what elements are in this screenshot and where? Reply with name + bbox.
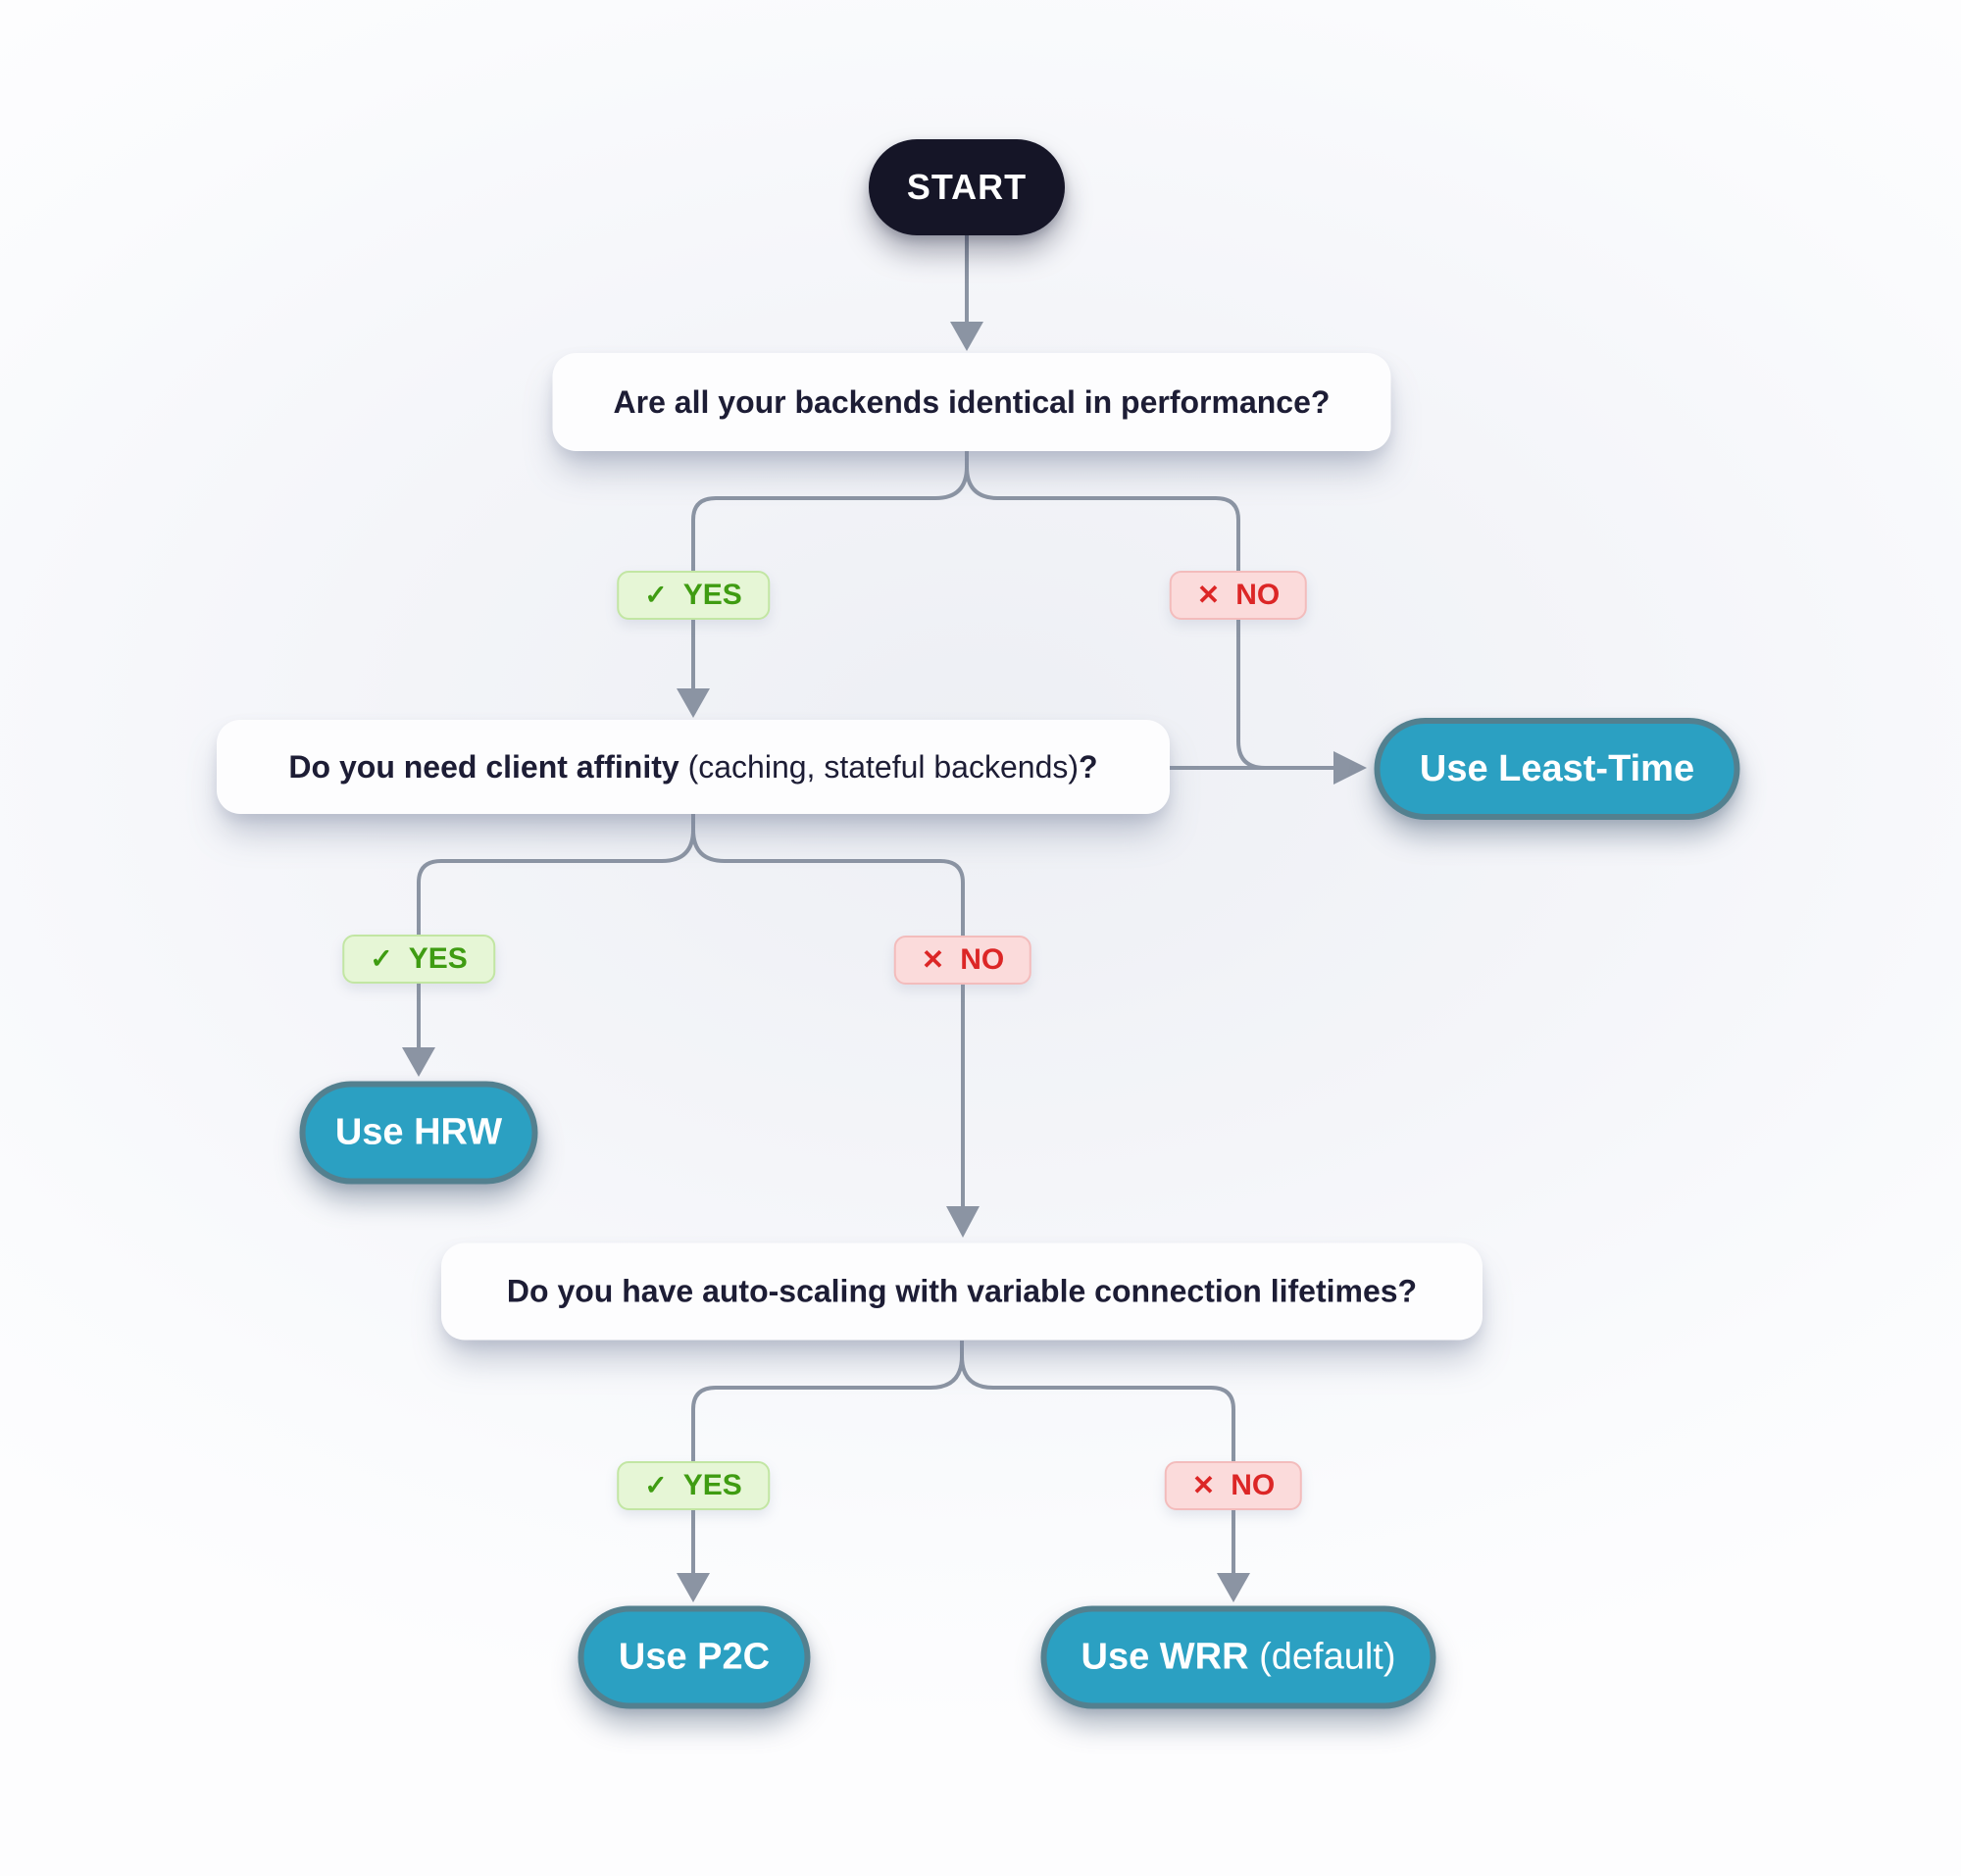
result-hrw: Use HRW: [299, 1081, 538, 1185]
result-wrr-regular: (default): [1248, 1636, 1396, 1678]
edge-q3-yes: [691, 1341, 964, 1575]
question-client-affinity-regular: (caching, stateful backends): [679, 748, 1080, 785]
yes-label: YES: [408, 942, 468, 975]
arrowhead-q3-yes: [677, 1573, 710, 1602]
question-client-affinity-bold: Do you need client affinity: [288, 748, 679, 785]
yes-label: YES: [682, 1469, 742, 1501]
result-p2c: Use P2C: [578, 1605, 811, 1709]
question-client-affinity: Do you need client affinity (caching, st…: [217, 720, 1170, 814]
question-auto-scaling-text: Do you have auto-scaling with variable c…: [506, 1273, 1418, 1309]
arrowhead-least-time: [1333, 751, 1367, 785]
badge-no-autoscaling: ✕ NO: [1164, 1461, 1303, 1510]
edge-q2-no: [691, 814, 965, 1208]
question-backends-identical-text: Are all your backends identical in perfo…: [613, 383, 1331, 420]
edge-q2-yes: [417, 814, 695, 1049]
start-node: START: [869, 139, 1065, 235]
no-label: NO: [1231, 1469, 1276, 1501]
no-label: NO: [1235, 579, 1281, 611]
cross-icon: ✕: [921, 944, 945, 975]
question-client-affinity-suffix: ?: [1079, 748, 1098, 785]
check-icon: ✓: [644, 1470, 668, 1500]
arrowhead-q1-yes: [677, 688, 710, 718]
result-least-time: Use Least-Time: [1374, 718, 1740, 820]
result-wrr: Use WRR (default): [1040, 1605, 1436, 1709]
result-least-time-text: Use Least-Time: [1419, 747, 1695, 789]
cross-icon: ✕: [1191, 1470, 1216, 1500]
question-backends-identical: Are all your backends identical in perfo…: [552, 353, 1391, 451]
result-hrw-text: Use HRW: [334, 1111, 503, 1153]
badge-yes-affinity: ✓ YES: [342, 935, 495, 984]
edge-q1-no: [965, 451, 1266, 770]
badge-no-backends: ✕ NO: [1169, 571, 1308, 620]
arrowhead-start-q1: [950, 322, 983, 351]
arrowhead-q2-yes: [402, 1047, 435, 1077]
edge-q3-no: [960, 1341, 1235, 1575]
result-p2c-text: Use P2C: [618, 1636, 771, 1678]
result-wrr-bold: Use WRR: [1081, 1636, 1249, 1678]
yes-label: YES: [682, 579, 742, 611]
badge-yes-backends: ✓ YES: [617, 571, 770, 620]
edge-q1-yes: [691, 451, 969, 690]
badge-no-affinity: ✕ NO: [893, 936, 1032, 985]
check-icon: ✓: [644, 580, 668, 610]
question-auto-scaling: Do you have auto-scaling with variable c…: [441, 1242, 1483, 1341]
badge-yes-autoscaling: ✓ YES: [617, 1461, 770, 1510]
no-label: NO: [960, 943, 1005, 976]
check-icon: ✓: [370, 943, 393, 974]
cross-icon: ✕: [1196, 580, 1221, 610]
arrowhead-q2-no: [946, 1206, 980, 1238]
arrowhead-q3-no: [1217, 1573, 1250, 1602]
